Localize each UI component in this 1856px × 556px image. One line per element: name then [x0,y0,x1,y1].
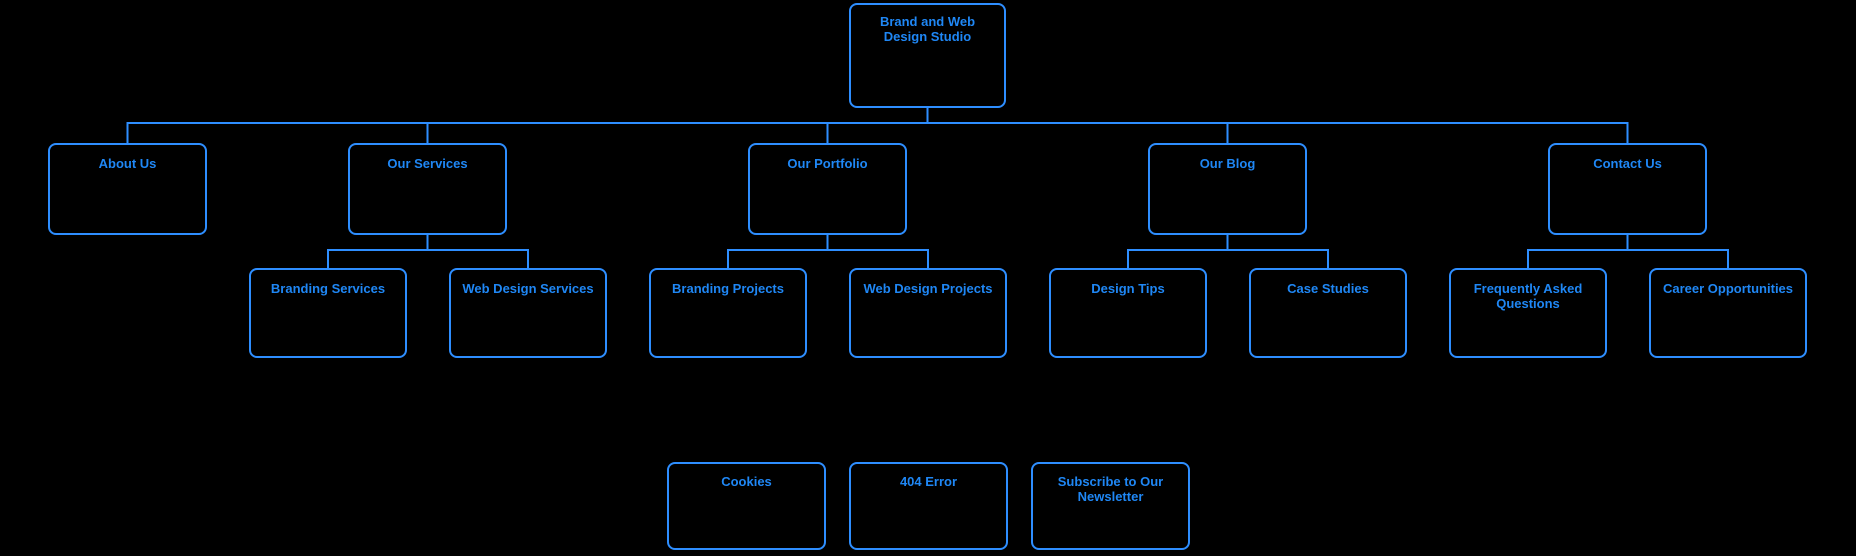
node-design-tips[interactable]: Design Tips [1049,268,1207,358]
node-label: Brand and Web Design Studio [879,14,976,44]
node-label: Branding Projects [672,281,784,296]
node-label: Web Design Services [462,281,594,296]
node-subscribe-to-our-newsletter[interactable]: Subscribe to Our Newsletter [1031,462,1190,550]
node-label: Our Portfolio [787,156,868,171]
connector-our-services-children [327,235,529,268]
node-label: Frequently Asked Questions [1473,281,1583,311]
node-career-opportunities[interactable]: Career Opportunities [1649,268,1807,358]
node-branding-projects[interactable]: Branding Projects [649,268,807,358]
node-label: Career Opportunities [1662,281,1794,296]
connector-contact-us-children [1527,235,1729,268]
node-label: Subscribe to Our Newsletter [1057,474,1164,504]
node-our-services[interactable]: Our Services [348,143,507,235]
connector-root-trunk [126,108,1629,143]
node-case-studies[interactable]: Case Studies [1249,268,1407,358]
node-label: 404 Error [899,474,958,489]
node-web-design-projects[interactable]: Web Design Projects [849,268,1007,358]
node-label: Case Studies [1287,281,1369,296]
node-label: Our Services [387,156,468,171]
node-label: About Us [98,156,157,171]
node-cookies[interactable]: Cookies [667,462,826,550]
node-branding-services[interactable]: Branding Services [249,268,407,358]
node-contact-us[interactable]: Contact Us [1548,143,1707,235]
node-label: Branding Services [270,281,386,296]
node-our-portfolio[interactable]: Our Portfolio [748,143,907,235]
node-label: Our Blog [1199,156,1256,171]
node-frequently-asked-questions[interactable]: Frequently Asked Questions [1449,268,1607,358]
node-404-error[interactable]: 404 Error [849,462,1008,550]
node-web-design-services[interactable]: Web Design Services [449,268,607,358]
node-label: Contact Us [1593,156,1662,171]
node-label: Cookies [721,474,772,489]
connector-our-blog-children [1127,235,1329,268]
node-label: Web Design Projects [863,281,993,296]
node-our-blog[interactable]: Our Blog [1148,143,1307,235]
node-label: Design Tips [1091,281,1165,296]
connector-our-portfolio-children [727,235,929,268]
node-brand-and-web-design-studio[interactable]: Brand and Web Design Studio [849,3,1006,108]
node-about-us[interactable]: About Us [48,143,207,235]
